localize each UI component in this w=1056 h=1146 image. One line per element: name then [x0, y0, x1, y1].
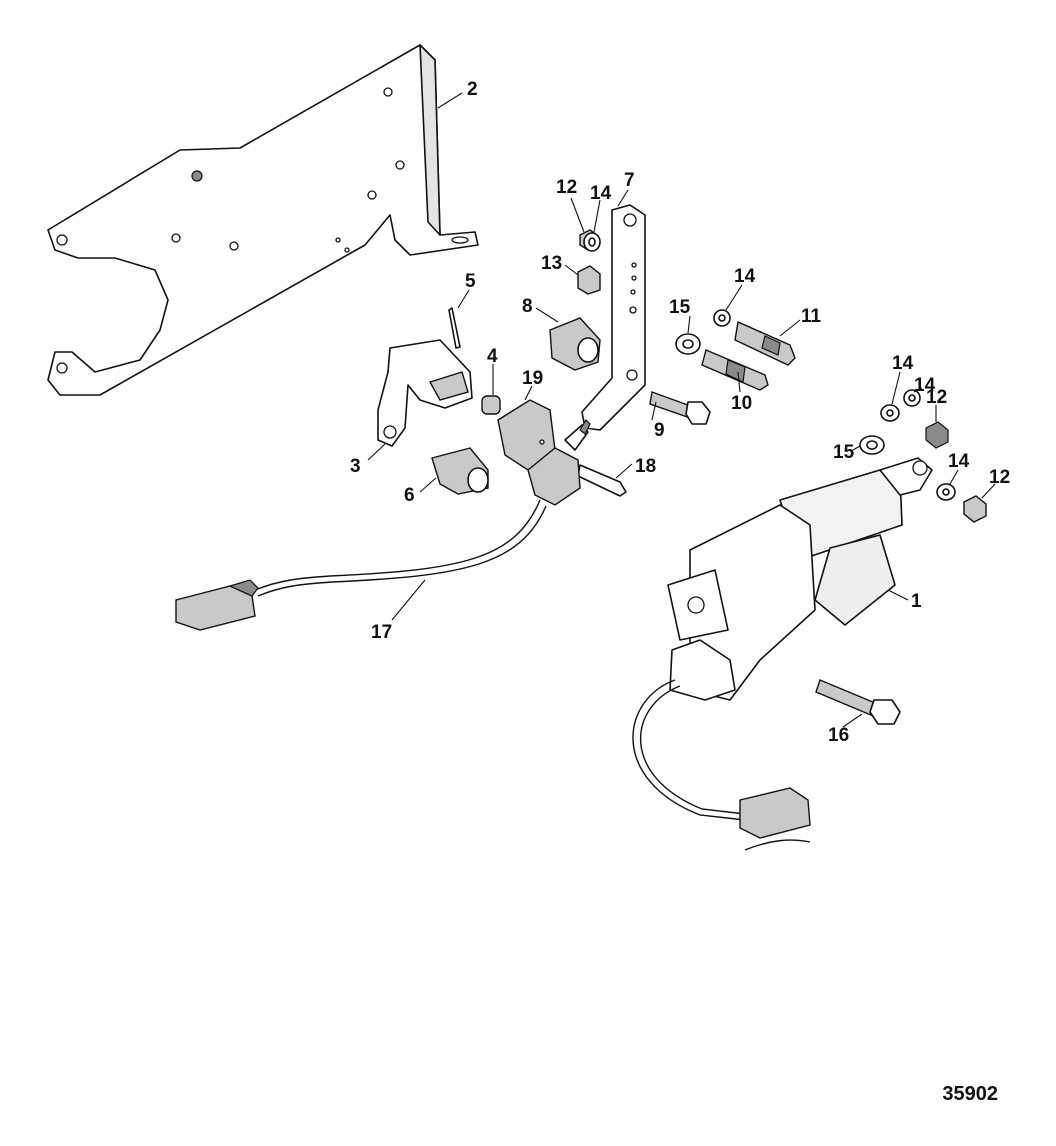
callout-2: 2	[467, 79, 478, 100]
callout-1: 1	[911, 591, 922, 612]
washer-14-mid	[713, 309, 731, 327]
washer-14-right-2	[903, 389, 921, 407]
wire-harness	[175, 499, 547, 631]
callout-14-right-2: 14	[914, 375, 936, 396]
actuator	[667, 457, 933, 701]
callout-labels: 2 1 3 4 5 6 7 8 9 10 11 12 12 12 13 14 1…	[350, 79, 1010, 746]
bolt-9	[649, 391, 711, 425]
callout-18: 18	[635, 456, 656, 477]
callout-16: 16	[828, 725, 849, 746]
callout-13: 13	[541, 253, 562, 274]
roller	[549, 317, 601, 371]
callout-12-right: 12	[926, 387, 947, 408]
callout-14-top: 14	[590, 183, 612, 204]
callout-6: 6	[404, 485, 415, 506]
figure-reference-number: 35902	[942, 1083, 998, 1105]
callout-7: 7	[624, 170, 635, 191]
callout-14-right-1: 14	[892, 353, 914, 374]
leader-lines	[367, 92, 996, 728]
link-plate	[581, 204, 646, 431]
actuator-wire	[632, 679, 811, 851]
callout-14-right-3: 14	[948, 451, 970, 472]
screw-18	[577, 464, 627, 497]
washer-14-right-1	[880, 404, 900, 422]
callout-11: 11	[801, 306, 822, 327]
washer-15-right	[859, 435, 885, 455]
callout-3: 3	[350, 456, 361, 477]
callout-14-mid: 14	[734, 266, 756, 287]
nut-12-right	[925, 421, 949, 449]
mounting-bracket	[47, 44, 479, 396]
callout-10: 10	[731, 393, 752, 414]
callout-17: 17	[371, 622, 392, 643]
callout-5: 5	[465, 271, 476, 292]
stud-10	[701, 349, 769, 391]
callout-12-lower-right: 12	[989, 467, 1010, 488]
callout-9: 9	[654, 420, 665, 441]
lever-arm	[377, 339, 473, 447]
cotter-pin	[448, 307, 461, 349]
callout-12-top: 12	[556, 177, 577, 198]
washer-14-top	[583, 232, 601, 252]
washer-14-right-3	[936, 483, 956, 501]
nut-12-lower-right	[963, 495, 987, 523]
spacer-sleeve	[431, 447, 489, 495]
callout-19: 19	[522, 368, 543, 389]
washer-15-mid	[675, 333, 701, 355]
small-bushing	[481, 395, 501, 415]
sensor-connector	[527, 419, 591, 506]
nut-13	[577, 265, 601, 295]
bolt-16	[815, 679, 901, 725]
callout-15-right: 15	[833, 442, 855, 463]
callout-4: 4	[487, 346, 498, 367]
callout-8: 8	[522, 296, 533, 317]
stud-11	[734, 320, 796, 366]
callout-15-mid: 15	[669, 297, 691, 318]
